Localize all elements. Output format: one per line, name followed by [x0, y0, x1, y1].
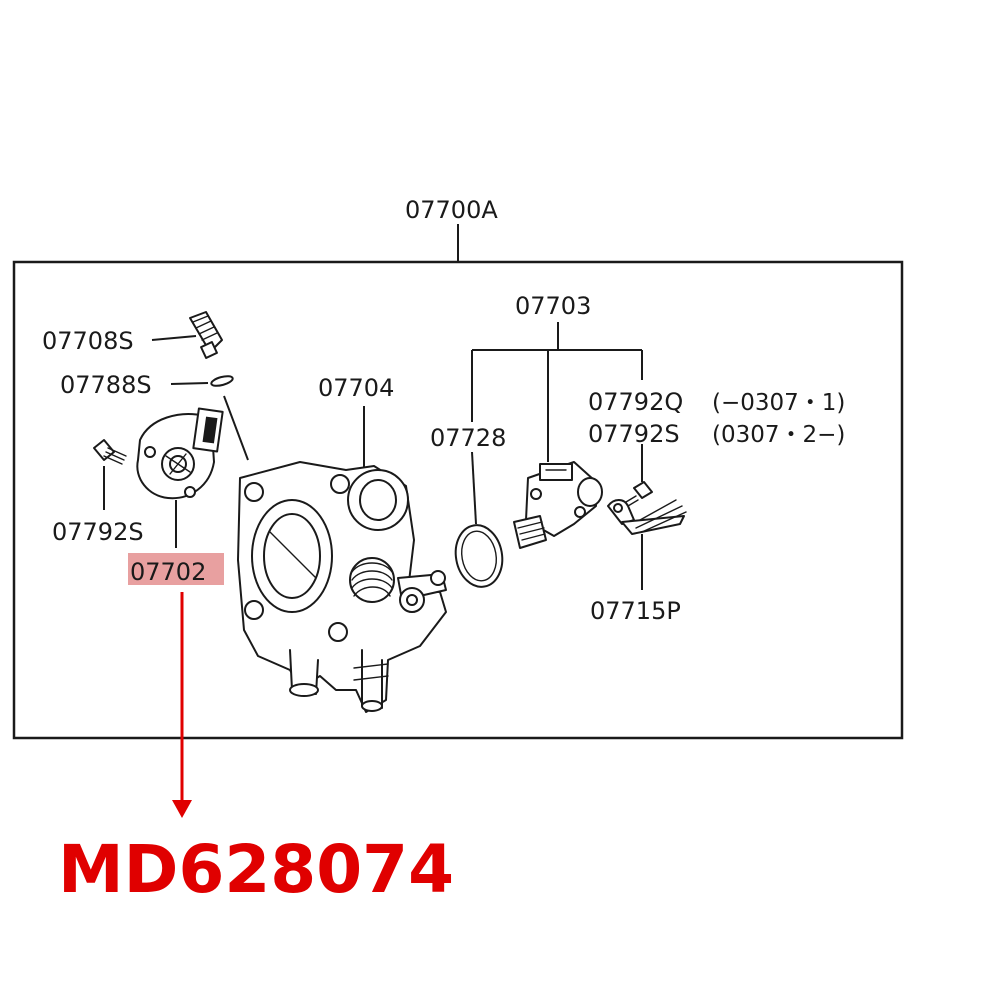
- throttle-body-07704-icon: [237, 461, 447, 713]
- o-ring-07728-inner: [461, 530, 497, 582]
- callout-arrow-head-icon: [172, 800, 192, 818]
- label-07788S: 07788S: [60, 371, 152, 399]
- label-07715P: 07715P: [590, 597, 681, 625]
- leader-07788S-to-body: [223, 395, 249, 461]
- label-07728: 07728: [430, 424, 506, 452]
- idle-speed-control-icon: [513, 461, 603, 549]
- leader-07788S: [170, 382, 209, 385]
- leader-07728: [471, 451, 477, 525]
- assembly-frame: [12, 260, 904, 740]
- leader-07708S: [151, 335, 197, 341]
- label-07708S: 07708S: [42, 327, 134, 355]
- screw-07792S-left-icon: [93, 439, 127, 465]
- label-07792S-right: 07792S: [588, 420, 680, 448]
- label-07702: 07702: [130, 558, 206, 586]
- screw-07708S-icon: [189, 311, 223, 359]
- screw-07792Q-icon: [625, 481, 653, 507]
- throttle-position-sensor-07702-icon: [136, 407, 224, 500]
- label-07792S-right-note: (0307・2−): [712, 422, 845, 448]
- label-07792Q-note: (−0307・1): [712, 390, 845, 416]
- label-07703: 07703: [515, 292, 591, 320]
- label-07704: 07704: [318, 374, 394, 402]
- label-07700A: 07700A: [405, 196, 498, 224]
- label-07792Q: 07792Q: [588, 388, 683, 416]
- callout-part-number: MD628074: [58, 831, 454, 908]
- bracket-07715P-icon: [607, 499, 687, 535]
- highlight-07702: [128, 553, 224, 585]
- o-ring-07788S-icon: [210, 375, 234, 387]
- label-07792S-left: 07792S: [52, 518, 144, 546]
